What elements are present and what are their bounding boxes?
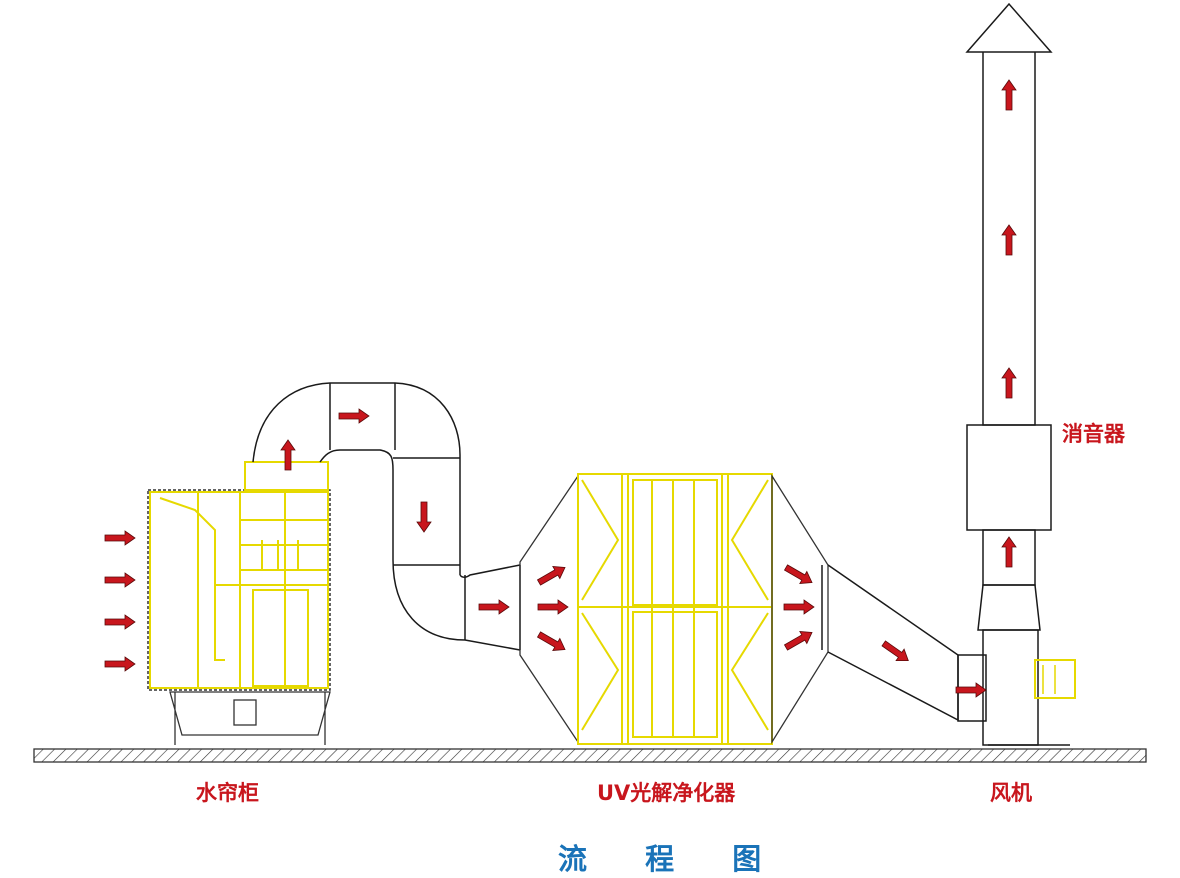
flow-arrow	[1001, 79, 1017, 111]
flow-arrow	[782, 561, 816, 589]
ground-line	[33, 748, 1147, 763]
flow-arrow	[537, 599, 569, 615]
flow-arrow	[104, 656, 136, 672]
label-water-curtain-cabinet: 水帘柜	[196, 781, 259, 805]
label-fan: 风机	[990, 781, 1032, 805]
flow-arrow	[1001, 367, 1017, 399]
flow-arrow	[416, 501, 432, 533]
flow-arrow	[783, 599, 815, 615]
flow-arrow	[955, 682, 987, 698]
flow-arrow	[104, 614, 136, 630]
label-silencer: 消音器	[1062, 422, 1125, 446]
flow-arrow	[280, 439, 296, 471]
outlet-duct	[821, 564, 987, 722]
flow-arrow	[104, 530, 136, 546]
flow-arrow	[1001, 224, 1017, 256]
flow-arrow	[535, 561, 569, 589]
fan-and-stack	[965, 2, 1076, 746]
flow-arrow	[478, 599, 510, 615]
flow-arrow	[1001, 536, 1017, 568]
flow-arrow	[338, 408, 370, 424]
flow-arrow	[104, 572, 136, 588]
label-uv-purifier: UV光解净化器	[597, 781, 736, 805]
uv-purifier	[519, 473, 829, 745]
flow-arrow	[879, 637, 913, 667]
flow-arrow	[535, 628, 569, 656]
flow-arrow	[782, 626, 816, 654]
flow-arrows	[104, 79, 1017, 698]
stack-cap	[965, 2, 1053, 53]
water-curtain-cabinet	[147, 461, 331, 745]
diagram-title: 流 程 图	[558, 842, 786, 876]
